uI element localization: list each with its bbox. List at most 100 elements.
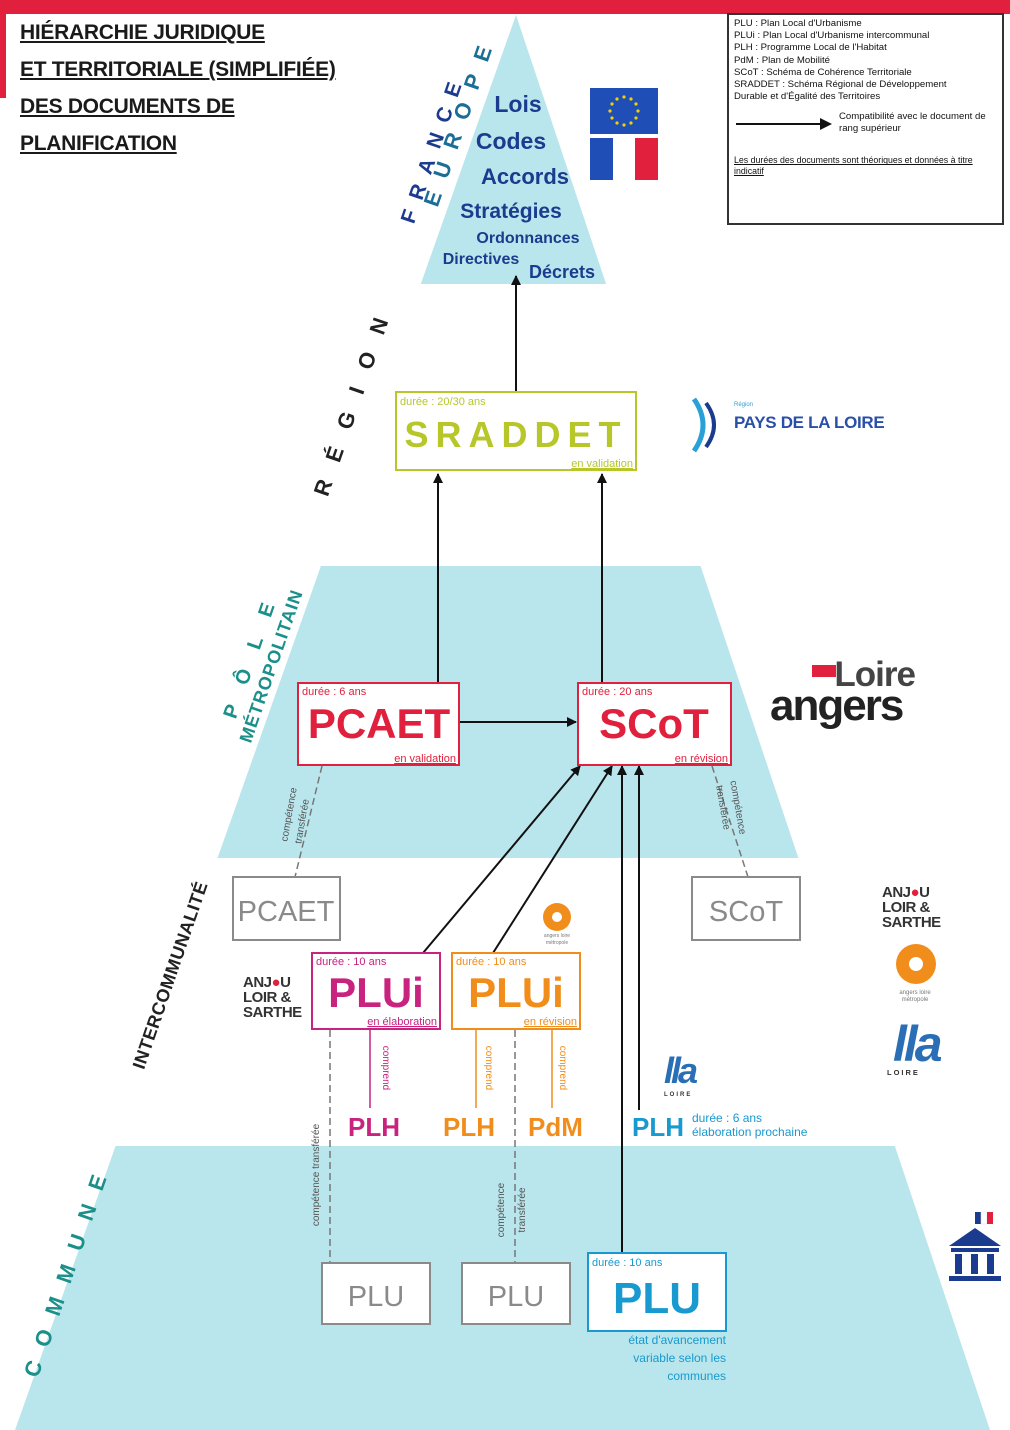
anjou-dot: ● (910, 884, 920, 901)
region-logo: Région PAYS DE LA LOIRE (690, 395, 900, 455)
label-comprend-orange1: comprend (483, 1046, 494, 1090)
legend-arrow-row: Compatibilité avec le document de rang s… (734, 109, 997, 153)
alm-caption-right-1: angers loire (899, 990, 931, 996)
anjou-line-3: SARTHE (882, 914, 941, 931)
box-sraddet: durée : 20/30 ans SRADDET en validation (395, 391, 637, 471)
pcaet-inter-label: PCAET (238, 896, 335, 928)
box-scot-inter: SCoT (691, 876, 801, 941)
plu-3-status-2: variable selon les (633, 1351, 726, 1365)
title-line-3: DES DOCUMENTS DE (20, 95, 235, 118)
apex-lois: Lois (494, 91, 541, 117)
legend-abbr-scot: SCoT : Schéma de Cohérence Territoriale (734, 66, 912, 78)
anjou-line-1: ANJ●U (882, 885, 941, 900)
legend-arrow-text: Compatibilité avec le document de rang s… (839, 111, 986, 135)
plu-3-duration: durée : 10 ans (592, 1257, 663, 1269)
label-comprend-orange2: comprend (557, 1046, 568, 1090)
plu-3-label: PLU (613, 1274, 701, 1323)
anjou-left-line-3: SARTHE (243, 1004, 302, 1021)
plu-2-label: PLU (488, 1281, 544, 1313)
france-flag-icon (590, 138, 658, 180)
alm-caption-mid-1: angers loire (543, 933, 571, 939)
plu-3-status-1: état d'avancement (628, 1333, 726, 1347)
plui-orange-duration: durée : 10 ans (456, 956, 527, 968)
scot-duration: durée : 20 ans (582, 686, 653, 698)
left-accent-bar (0, 14, 6, 98)
plui-orange-label: PLUi (468, 969, 564, 1016)
plh-orange: PLH (443, 1112, 495, 1142)
box-plu-1: PLU (321, 1262, 431, 1325)
region-swoosh-icon (691, 397, 716, 453)
scot-inter-label: SCoT (709, 896, 783, 928)
plui-orange-status: en révision (524, 1016, 577, 1028)
title-line-4: PLANIFICATION (20, 132, 177, 155)
label-competence-plu2: compétence (496, 1182, 507, 1237)
apex-decrets: Décrets (529, 262, 595, 282)
box-pcaet-pole: durée : 6 ans PCAET en validation (297, 682, 460, 766)
box-plu-3: durée : 10 ans PLU (587, 1252, 727, 1332)
angers-word: angers (770, 681, 904, 730)
arrow-plui-orange-to-scot (492, 765, 613, 954)
town-hall-icon (949, 1211, 1001, 1281)
box-plui-orange: durée : 10 ans PLUi en révision (451, 952, 581, 1030)
anjou-anj: ANJ (882, 884, 911, 901)
plui-pink-label: PLUi (328, 969, 424, 1016)
lla-sub-right: LOIRE (887, 1068, 920, 1077)
anjou-logo-left: ANJ●U LOIR & SARTHE (243, 975, 302, 1020)
alm-caption-right: angers loire métropole (880, 990, 950, 1004)
box-plu-2: PLU (461, 1262, 571, 1325)
title-line-2: ET TERRITORIALE (SIMPLIFIÉE) (20, 58, 336, 81)
apex-ordonnances: Ordonnances (476, 230, 579, 247)
region-name: PAYS DE LA LOIRE (734, 413, 885, 432)
region-small-label: Région (734, 402, 754, 408)
arrow-plui-pink-to-scot (422, 765, 581, 954)
loire-word: Loire (834, 655, 916, 694)
box-plui-pink: durée : 10 ans PLUi en élaboration (311, 952, 441, 1030)
alm-caption-right-2: métropole (901, 997, 929, 1003)
apex-directives: Directives (443, 251, 520, 268)
legend-abbr-plu: PLU : Plan Local d'Urbanisme (734, 18, 862, 29)
pdm-orange: PdM (528, 1112, 583, 1142)
box-scot-pole: durée : 20 ans SCoT en révision (577, 682, 732, 766)
eu-flag-icon (590, 88, 658, 134)
angers-loire-logo: Loire angers (770, 655, 930, 735)
legend-abbr-sraddet-2: Durable et d'Égalité des Territoires (734, 91, 881, 103)
label-transferee-plu2: transférée (517, 1187, 528, 1232)
anjou-line-2: LOIR & (882, 899, 930, 916)
dash-scot (711, 765, 749, 878)
legend-box: PLU : Plan Local d'Urbanisme PLUi : Plan… (727, 13, 1004, 225)
anjou-logo-right: ANJ●U LOIR & SARTHE (882, 885, 941, 930)
loire-red-block (812, 665, 836, 677)
sraddet-duration: durée : 20/30 ans (400, 396, 486, 408)
anjou-u: U (919, 884, 930, 901)
top-accent-bar (0, 0, 1010, 14)
label-competence-transferee-plu1: compétence transférée (311, 1123, 322, 1226)
plu-3-status-3: communes (667, 1369, 726, 1383)
scot-status: en révision (675, 753, 728, 765)
dash-pcaet (294, 765, 323, 878)
legend-abbr-sraddet: SRADDET : Schéma Régional de Développeme… (734, 79, 947, 91)
legend-abbr-pdm: PdM : Plan de Mobilité (734, 54, 830, 66)
plui-pink-duration: durée : 10 ans (316, 956, 387, 968)
apex-strategies: Stratégies (460, 200, 562, 223)
alm-caption-mid-2: métropole (545, 940, 569, 946)
plh-blue: PLH (632, 1112, 684, 1142)
alm-logo-icon-mid (543, 903, 571, 931)
anjou-left-line-1: ANJ●U (243, 975, 302, 990)
plh-blue-duration: durée : 6 ans (692, 1111, 762, 1125)
lla-logo-right: lla (893, 1016, 943, 1072)
lla-logo-mid: lla (664, 1050, 698, 1091)
box-pcaet-inter: PCAET (232, 876, 341, 941)
legend-arrow-icon (736, 118, 832, 131)
pcaet-duration: durée : 6 ans (302, 686, 367, 698)
sraddet-label: SRADDET (404, 414, 627, 455)
legend-abbr-plui: PLUi : Plan Local d'Urbanisme intercommu… (734, 30, 930, 42)
plh-blue-status: élaboration prochaine (692, 1125, 808, 1139)
label-comprend-pink: comprend (380, 1046, 391, 1090)
sraddet-status: en validation (571, 458, 633, 470)
lla-sub-mid: LOIRE (664, 1092, 693, 1098)
legend-note: Les durées des documents sont théoriques… (734, 155, 973, 177)
apex-accords: Accords (481, 164, 569, 189)
alm-logo-icon-right (896, 944, 936, 984)
pcaet-label: PCAET (308, 700, 451, 747)
title-line-1: HIÉRARCHIE JURIDIQUE (20, 21, 265, 44)
